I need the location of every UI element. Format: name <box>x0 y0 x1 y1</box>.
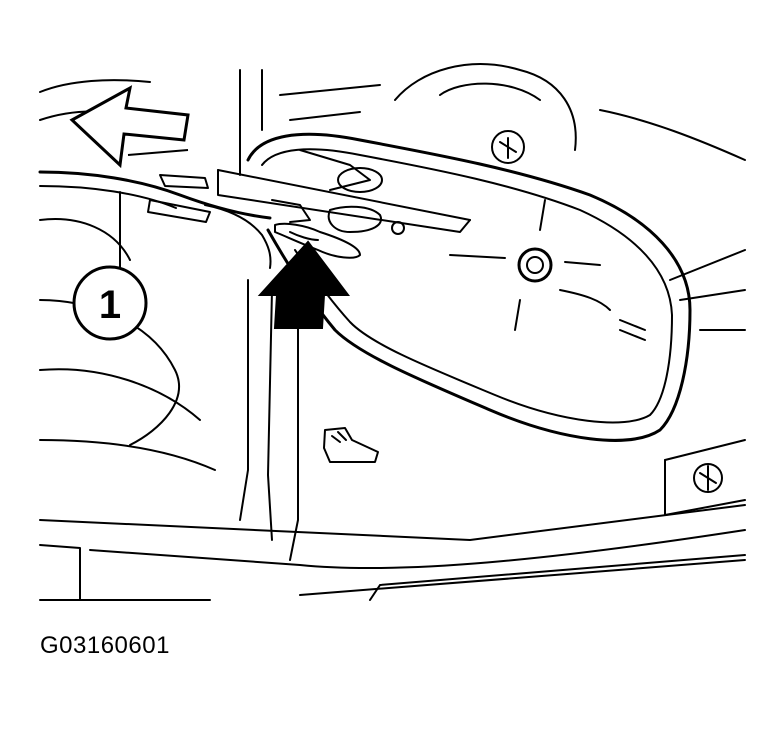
release-point-arrow <box>257 240 351 329</box>
cable-assembly <box>38 170 361 269</box>
callout-circle <box>72 265 148 341</box>
door-handle-cable-illustration: 1 <box>38 63 746 601</box>
pull-direction-arrow <box>69 85 190 169</box>
door-panel-outline <box>39 63 746 601</box>
handle-bezel <box>246 132 692 442</box>
callout-1: 1 <box>72 265 148 341</box>
figure-id-label: G03160601 <box>40 632 170 659</box>
handle-lever <box>217 149 646 341</box>
callout-number: 1 <box>99 283 121 327</box>
